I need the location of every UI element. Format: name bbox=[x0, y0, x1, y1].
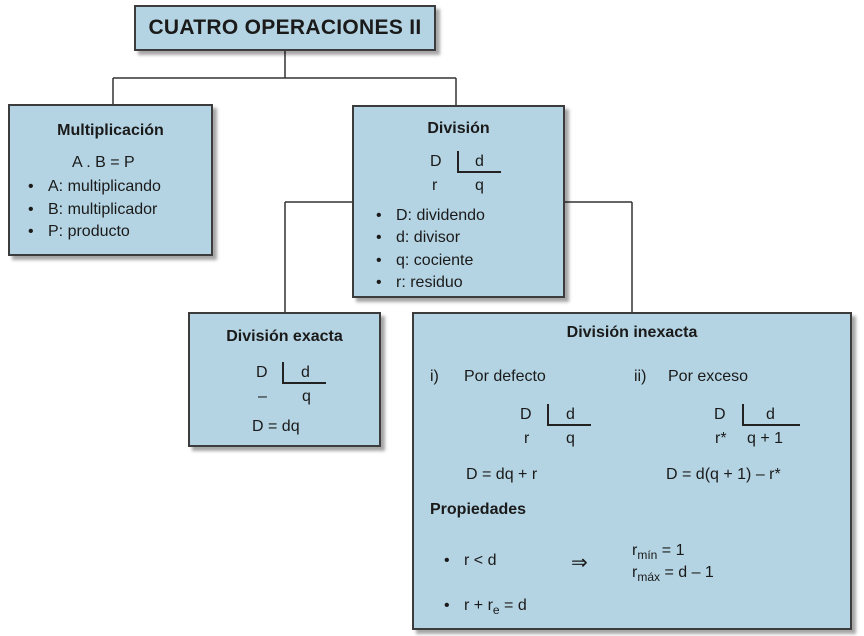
rmin-formula: rmín = 1 bbox=[632, 542, 685, 562]
exceso-formula: D = d(q + 1) – r* bbox=[666, 466, 781, 483]
multiplicacion-formula: A . B = P bbox=[72, 154, 135, 171]
property-1: •r < d bbox=[444, 552, 497, 569]
list-item: •r: residuo bbox=[376, 274, 463, 291]
multiplicacion-heading: Multiplicación bbox=[57, 122, 164, 139]
multiplicacion-box: Multiplicación A . B = P •A: multiplican… bbox=[8, 104, 213, 256]
exceso-label: Por exceso bbox=[668, 368, 749, 385]
division-heading: División bbox=[427, 120, 490, 137]
list-item: •P: producto bbox=[28, 223, 130, 240]
rmax-formula: rmáx = d – 1 bbox=[632, 564, 714, 584]
exceso-number: ii) bbox=[634, 368, 647, 385]
exacta-formula: D = dq bbox=[252, 418, 300, 435]
list-item: •q: cociente bbox=[376, 252, 474, 269]
defecto-label: Por defecto bbox=[464, 368, 546, 385]
list-item: •A: multiplicando bbox=[28, 178, 161, 195]
defecto-number: i) bbox=[430, 368, 439, 385]
list-item: •d: divisor bbox=[376, 229, 461, 246]
property-2: •r + re = d bbox=[444, 597, 527, 617]
inexacta-heading: División inexacta bbox=[566, 324, 698, 341]
list-item: •B: multiplicador bbox=[28, 201, 158, 218]
defecto-formula: D = dq + r bbox=[466, 466, 538, 483]
division-inexacta-box: División inexacta i) Por defecto ii) Por… bbox=[412, 312, 852, 630]
list-item: •D: dividendo bbox=[376, 207, 485, 224]
exacta-heading: División exacta bbox=[226, 328, 343, 345]
propiedades-heading: Propiedades bbox=[430, 501, 527, 518]
implies-icon: ⇒ bbox=[571, 552, 588, 574]
division-exacta-box: División exacta D d – q D = dq bbox=[188, 312, 381, 447]
division-box: División D d r q •D: dividendo •d: divis… bbox=[352, 105, 565, 298]
diagram-title: CUATRO OPERACIONES II bbox=[134, 5, 436, 51]
